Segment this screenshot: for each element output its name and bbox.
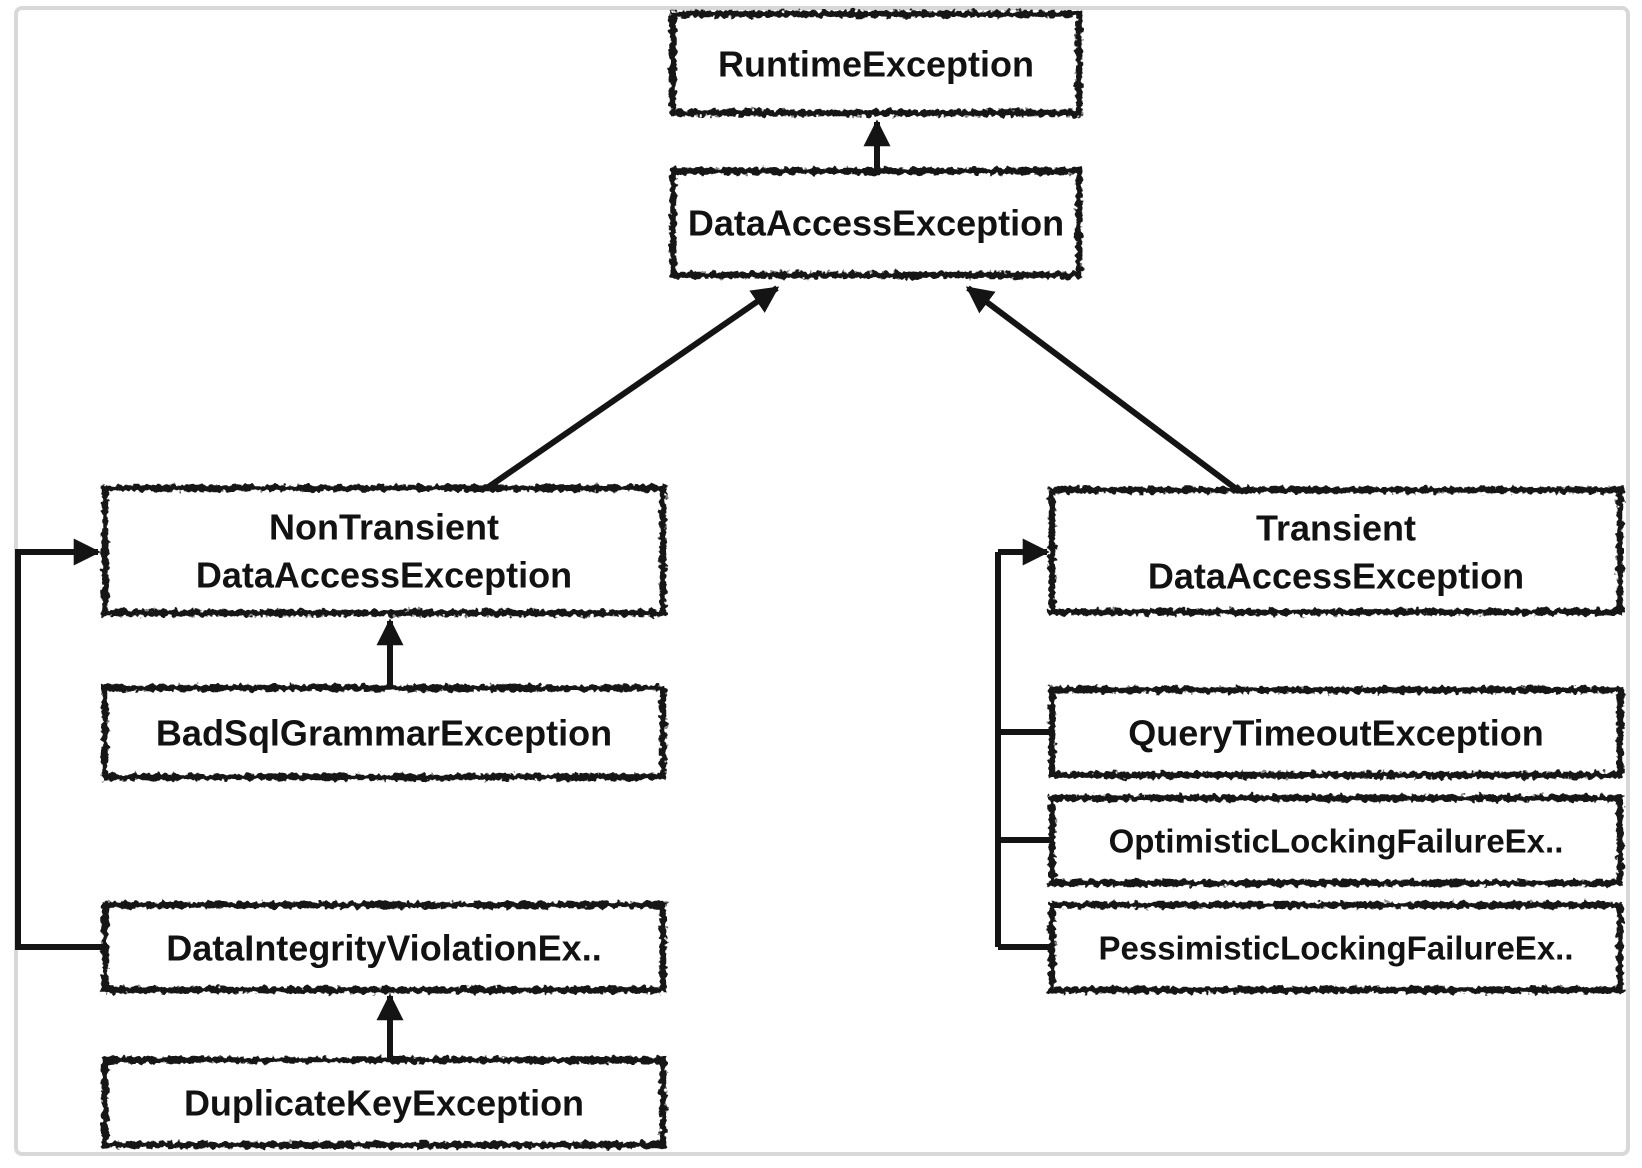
runtime-exception-label: RuntimeException <box>718 44 1034 85</box>
non-transient-box <box>101 484 667 617</box>
query-timeout-box <box>1048 686 1624 779</box>
node-bad-sql-grammar-exception: BadSqlGrammarException <box>101 684 667 781</box>
node-query-timeout-exception: QueryTimeoutException <box>1048 686 1624 779</box>
data-integrity-label: DataIntegrityViolationEx.. <box>166 928 601 969</box>
pessimistic-locking-label: PessimisticLockingFailureEx.. <box>1098 930 1573 967</box>
duplicate-key-box <box>101 1056 667 1149</box>
node-runtime-exception: RuntimeException <box>669 10 1083 117</box>
transient-label-line1: Transient <box>1256 508 1416 549</box>
bad-sql-grammar-label: BadSqlGrammarException <box>156 713 612 754</box>
data-access-exception-label: DataAccessException <box>688 203 1064 244</box>
node-non-transient-data-access-exception: NonTransient DataAccessException <box>101 484 667 617</box>
optimistic-locking-box <box>1048 794 1624 887</box>
non-transient-label-line1: NonTransient <box>269 507 499 548</box>
node-data-integrity-violation-exception: DataIntegrityViolationEx.. <box>101 901 667 994</box>
duplicate-key-label: DuplicateKeyException <box>184 1083 584 1124</box>
node-optimistic-locking-failure-exception: OptimisticLockingFailureEx.. <box>1048 794 1624 887</box>
data-access-exception-box <box>669 167 1083 279</box>
pessimistic-locking-box <box>1048 901 1624 994</box>
query-timeout-label: QueryTimeoutException <box>1128 713 1543 754</box>
transient-label-line2: DataAccessException <box>1148 556 1524 597</box>
node-pessimistic-locking-failure-exception: PessimisticLockingFailureEx.. <box>1048 901 1624 994</box>
data-integrity-box <box>101 901 667 994</box>
edge-dataintegrity-to-nontransient-bracket <box>15 538 105 950</box>
edge-nontransient-to-dataaccess <box>485 285 780 491</box>
bad-sql-grammar-box <box>101 684 667 781</box>
node-data-access-exception: DataAccessException <box>669 167 1083 279</box>
edge-transient-to-dataaccess <box>965 285 1237 491</box>
transient-box <box>1048 486 1624 616</box>
non-transient-label-line2: DataAccessException <box>196 555 572 596</box>
node-duplicate-key-exception: DuplicateKeyException <box>101 1056 667 1149</box>
node-transient-data-access-exception: Transient DataAccessException <box>1048 486 1624 616</box>
optimistic-locking-label: OptimisticLockingFailureEx.. <box>1109 823 1564 860</box>
runtime-exception-box <box>669 10 1083 117</box>
